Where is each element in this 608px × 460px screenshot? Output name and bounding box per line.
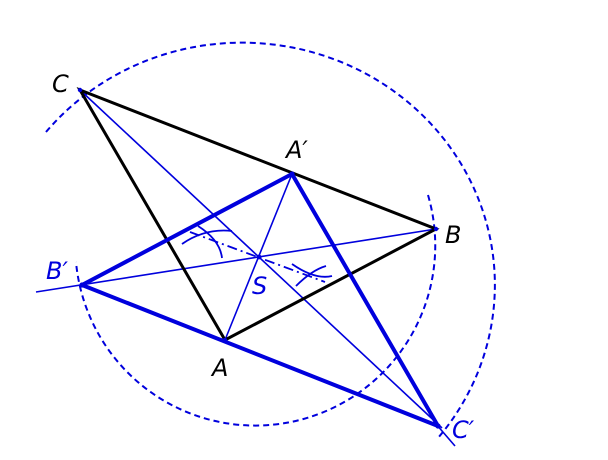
- compass-arc-right-1: [291, 263, 333, 278]
- label-A: A: [210, 354, 228, 382]
- point-Aprime: [289, 171, 295, 177]
- line-Bprime-B-extended: [35, 228, 437, 293]
- large-dashed-arc: [45, 41, 496, 439]
- label-A-prime: A′: [284, 136, 308, 164]
- label-C-prime: C′: [452, 416, 475, 444]
- point-A: [222, 337, 228, 343]
- point-B: [433, 226, 439, 232]
- label-B-prime: B′: [46, 257, 68, 285]
- label-B: B: [445, 221, 461, 249]
- label-C: C: [52, 70, 69, 98]
- compass-arc-left-2: [197, 225, 223, 259]
- triangle-AprimeBprimeCprime: [80, 172, 440, 428]
- label-S: S: [252, 272, 267, 300]
- point-S: [256, 254, 262, 260]
- medium-dashed-arc: [75, 194, 437, 427]
- bisector-dashdot-line: [189, 231, 326, 283]
- point-C: [77, 87, 83, 93]
- compass-arc-right-2: [295, 265, 327, 287]
- point-Cprime: [435, 423, 441, 429]
- point-Bprime: [79, 282, 85, 288]
- triangle-ABC: [76, 87, 440, 342]
